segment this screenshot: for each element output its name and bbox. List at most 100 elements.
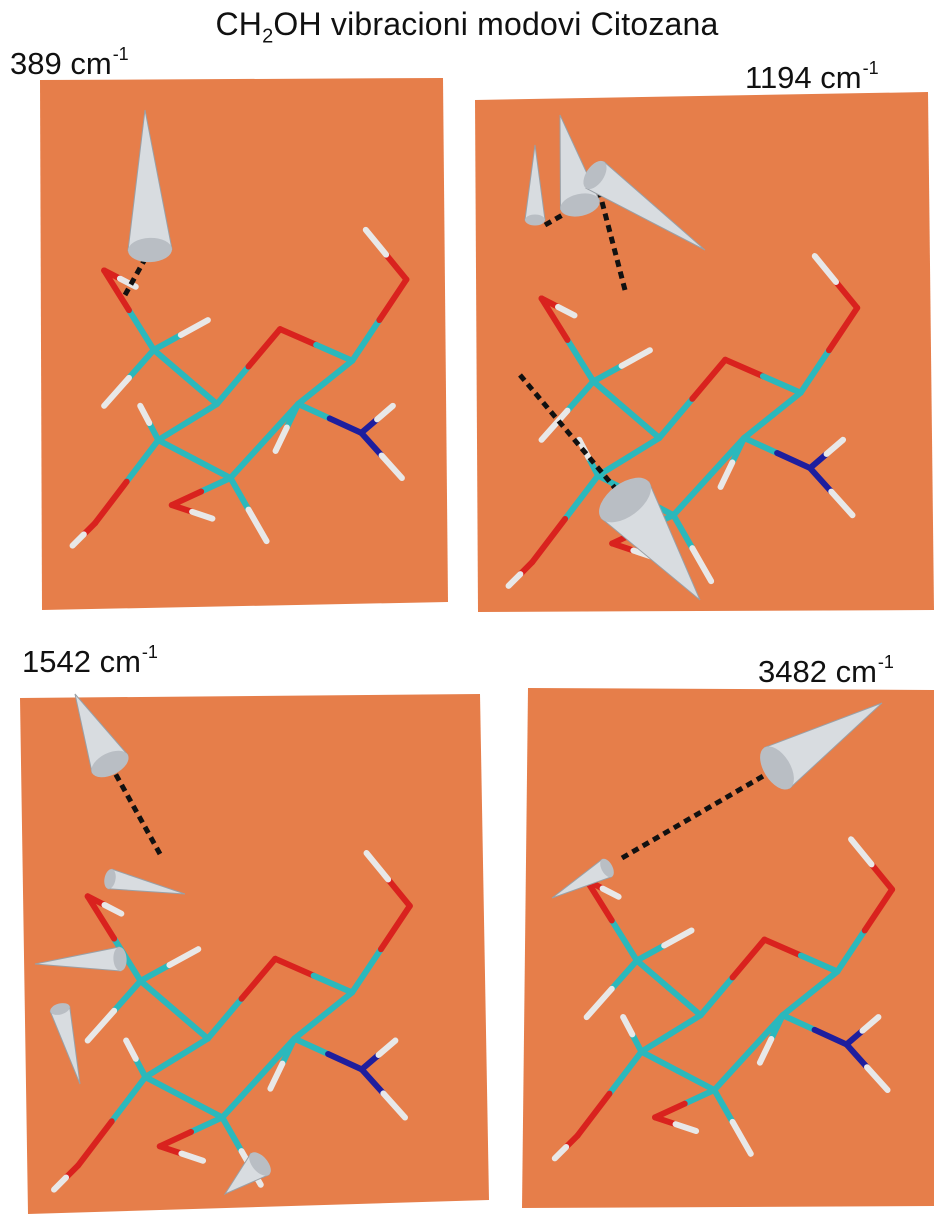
- bond-half: [182, 373, 220, 408]
- bond-half: [551, 1143, 570, 1162]
- bond-half: [670, 473, 712, 519]
- bond-half: [92, 478, 130, 527]
- title-subscript: 2: [262, 25, 274, 48]
- figure-title: CH2OH vibracioni modovi Citozana: [0, 6, 934, 48]
- bond-half: [123, 1037, 139, 1062]
- arrow-cone-base: [760, 746, 794, 790]
- bond-half: [358, 1051, 382, 1073]
- bond-half: [184, 401, 220, 426]
- bond-half: [349, 317, 383, 364]
- bond-half: [84, 893, 108, 908]
- bond-half: [638, 1030, 675, 1055]
- dashed-displacement-line: [543, 202, 582, 228]
- bond-half: [204, 995, 245, 1042]
- bond-half: [111, 935, 144, 984]
- bond-half: [69, 531, 87, 549]
- bond-half: [834, 927, 868, 975]
- arrow-cone-base: [600, 858, 614, 878]
- bond-half: [168, 488, 205, 509]
- bond-half: [825, 304, 861, 354]
- bond-half: [697, 974, 736, 1019]
- bond-half: [618, 347, 653, 369]
- bond-half: [137, 402, 153, 426]
- arrow-cone-base: [50, 1003, 70, 1015]
- panel-1542-mode: [20, 693, 489, 1214]
- bond-half: [358, 429, 385, 459]
- bond-half: [625, 434, 663, 460]
- bond-half: [868, 861, 896, 893]
- bond-half: [774, 450, 814, 472]
- bond-half: [272, 955, 317, 979]
- title-rest: OH vibracioni modovi Citozana: [273, 6, 719, 42]
- bond-half: [245, 326, 284, 370]
- bond-half: [529, 515, 569, 566]
- bond-half: [283, 401, 302, 431]
- bond-half: [267, 1060, 286, 1092]
- bond-half: [180, 1094, 226, 1121]
- chitosan-molecule: [505, 253, 861, 589]
- bond-half: [620, 1014, 636, 1038]
- bond-half: [609, 540, 637, 554]
- bond-half: [313, 341, 356, 364]
- orange-backdrop: [475, 92, 934, 612]
- bond-half: [191, 456, 234, 481]
- bond-half: [823, 436, 847, 457]
- bond-half: [797, 952, 841, 975]
- bond-half: [661, 927, 695, 949]
- bond-half: [729, 936, 768, 981]
- bond-half: [150, 331, 184, 353]
- bond-half: [741, 434, 781, 456]
- bond-half: [555, 303, 578, 319]
- bond-half: [505, 571, 524, 589]
- frequency-label-3482: 3482 cm-1: [758, 652, 894, 689]
- bond-half: [325, 1051, 365, 1073]
- bond-half: [380, 1090, 408, 1121]
- bond-half: [291, 1012, 327, 1042]
- bond-half: [146, 419, 162, 444]
- bond-half: [168, 502, 196, 515]
- bond-half: [652, 1100, 688, 1121]
- dashed-displacement-line: [107, 762, 163, 856]
- dashed-displacement-line: [620, 765, 779, 861]
- bond-half: [538, 407, 571, 443]
- bond-half: [861, 886, 896, 934]
- bond-half: [606, 1048, 645, 1097]
- bond-half: [137, 977, 178, 1013]
- title-main: CH: [215, 6, 263, 42]
- bond-half: [173, 1035, 211, 1061]
- arrow-cone-base: [560, 193, 600, 217]
- bond-half: [670, 512, 696, 552]
- bond-half: [769, 389, 804, 419]
- bond-half: [272, 424, 290, 454]
- bond-half: [245, 506, 270, 545]
- bond-half: [166, 946, 202, 969]
- bond-half: [132, 1055, 149, 1081]
- bond-half: [828, 488, 856, 519]
- bond-half: [633, 957, 672, 991]
- bond-half: [811, 253, 840, 285]
- bond-half: [374, 402, 396, 423]
- bond-half: [633, 942, 668, 964]
- bond-half: [51, 1174, 70, 1193]
- bond-half: [564, 336, 597, 385]
- bond-half: [608, 917, 640, 964]
- bond-half: [238, 955, 279, 1002]
- bond-half: [807, 968, 841, 997]
- bond-half: [629, 1031, 645, 1055]
- arrow-cone-base: [525, 214, 545, 226]
- bond-half: [84, 1007, 118, 1044]
- bond-half: [756, 1035, 775, 1066]
- bond-half: [362, 226, 390, 258]
- bond-half: [859, 1014, 882, 1034]
- frequency-label-389: 389 cm-1: [10, 44, 129, 81]
- arrow-cone-base: [91, 750, 129, 778]
- bond-half: [385, 876, 413, 909]
- bond-half: [178, 1150, 207, 1164]
- bond-half: [562, 472, 602, 522]
- bond-half: [75, 1118, 115, 1169]
- bond-half: [574, 1090, 613, 1139]
- bond-half: [322, 357, 356, 386]
- bond-half: [583, 985, 615, 1021]
- orange-backdrop: [40, 78, 448, 610]
- bond-half: [833, 278, 861, 311]
